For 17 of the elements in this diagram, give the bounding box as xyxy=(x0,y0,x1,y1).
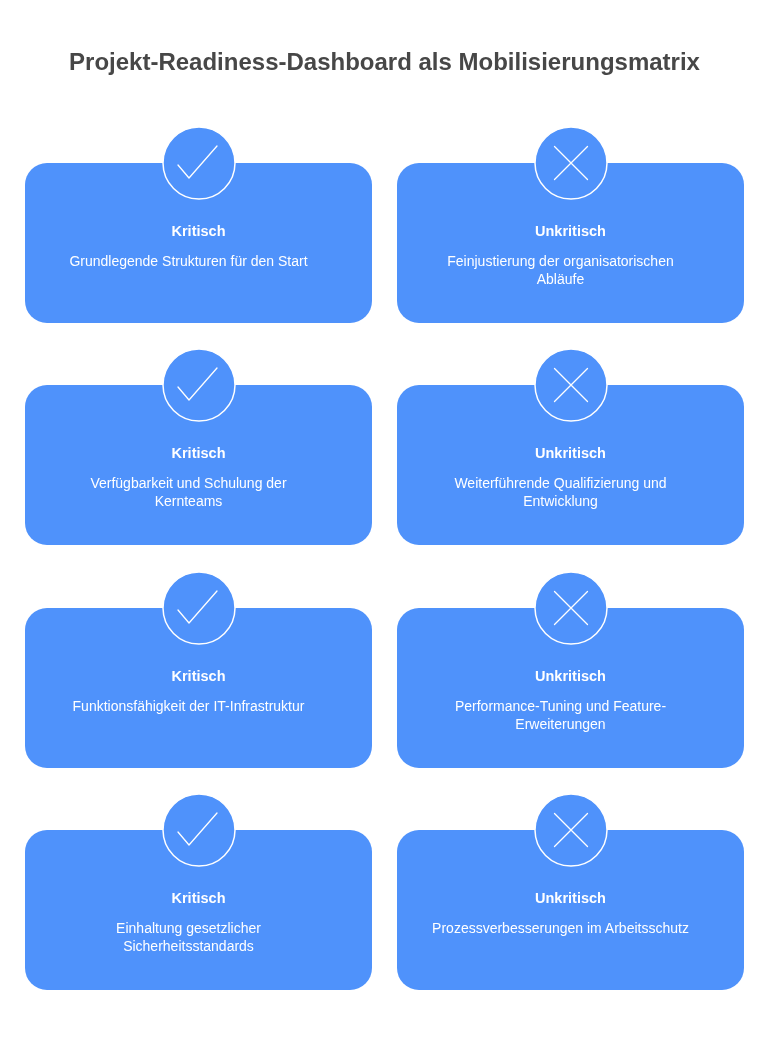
card-heading: Kritisch xyxy=(171,222,226,241)
card-heading: Kritisch xyxy=(171,444,226,463)
card-description: Performance-Tuning und Feature-Erweiterungen xyxy=(453,697,668,733)
card-heading: Unkritisch xyxy=(535,444,606,463)
card-description: Weiterführende Qualifizierung und Entwicklung xyxy=(453,474,668,510)
card-heading: Kritisch xyxy=(171,889,226,908)
card-heading: Unkritisch xyxy=(535,889,606,908)
card-description: Feinjustierung der organisatorischen Abläufe xyxy=(446,252,675,288)
card-description: Funktionsfähigkeit der IT-Infrastruktur xyxy=(71,697,306,715)
title: Projekt-Readiness-Dashboard als Mobilisierungsmatrix xyxy=(68,47,701,77)
card-heading: Unkritisch xyxy=(535,667,606,686)
card-description: Verfügbarkeit und Schulung der Kernteams xyxy=(89,474,288,510)
card-description: Grundlegende Strukturen für den Start xyxy=(68,252,309,270)
card-description: Einhaltung gesetzlicher Sicherheitsstandards xyxy=(115,919,262,955)
card-heading: Unkritisch xyxy=(535,222,606,241)
card-description: Prozessverbesserungen im Arbeitsschutz xyxy=(431,919,690,937)
card-heading: Kritisch xyxy=(171,667,226,686)
